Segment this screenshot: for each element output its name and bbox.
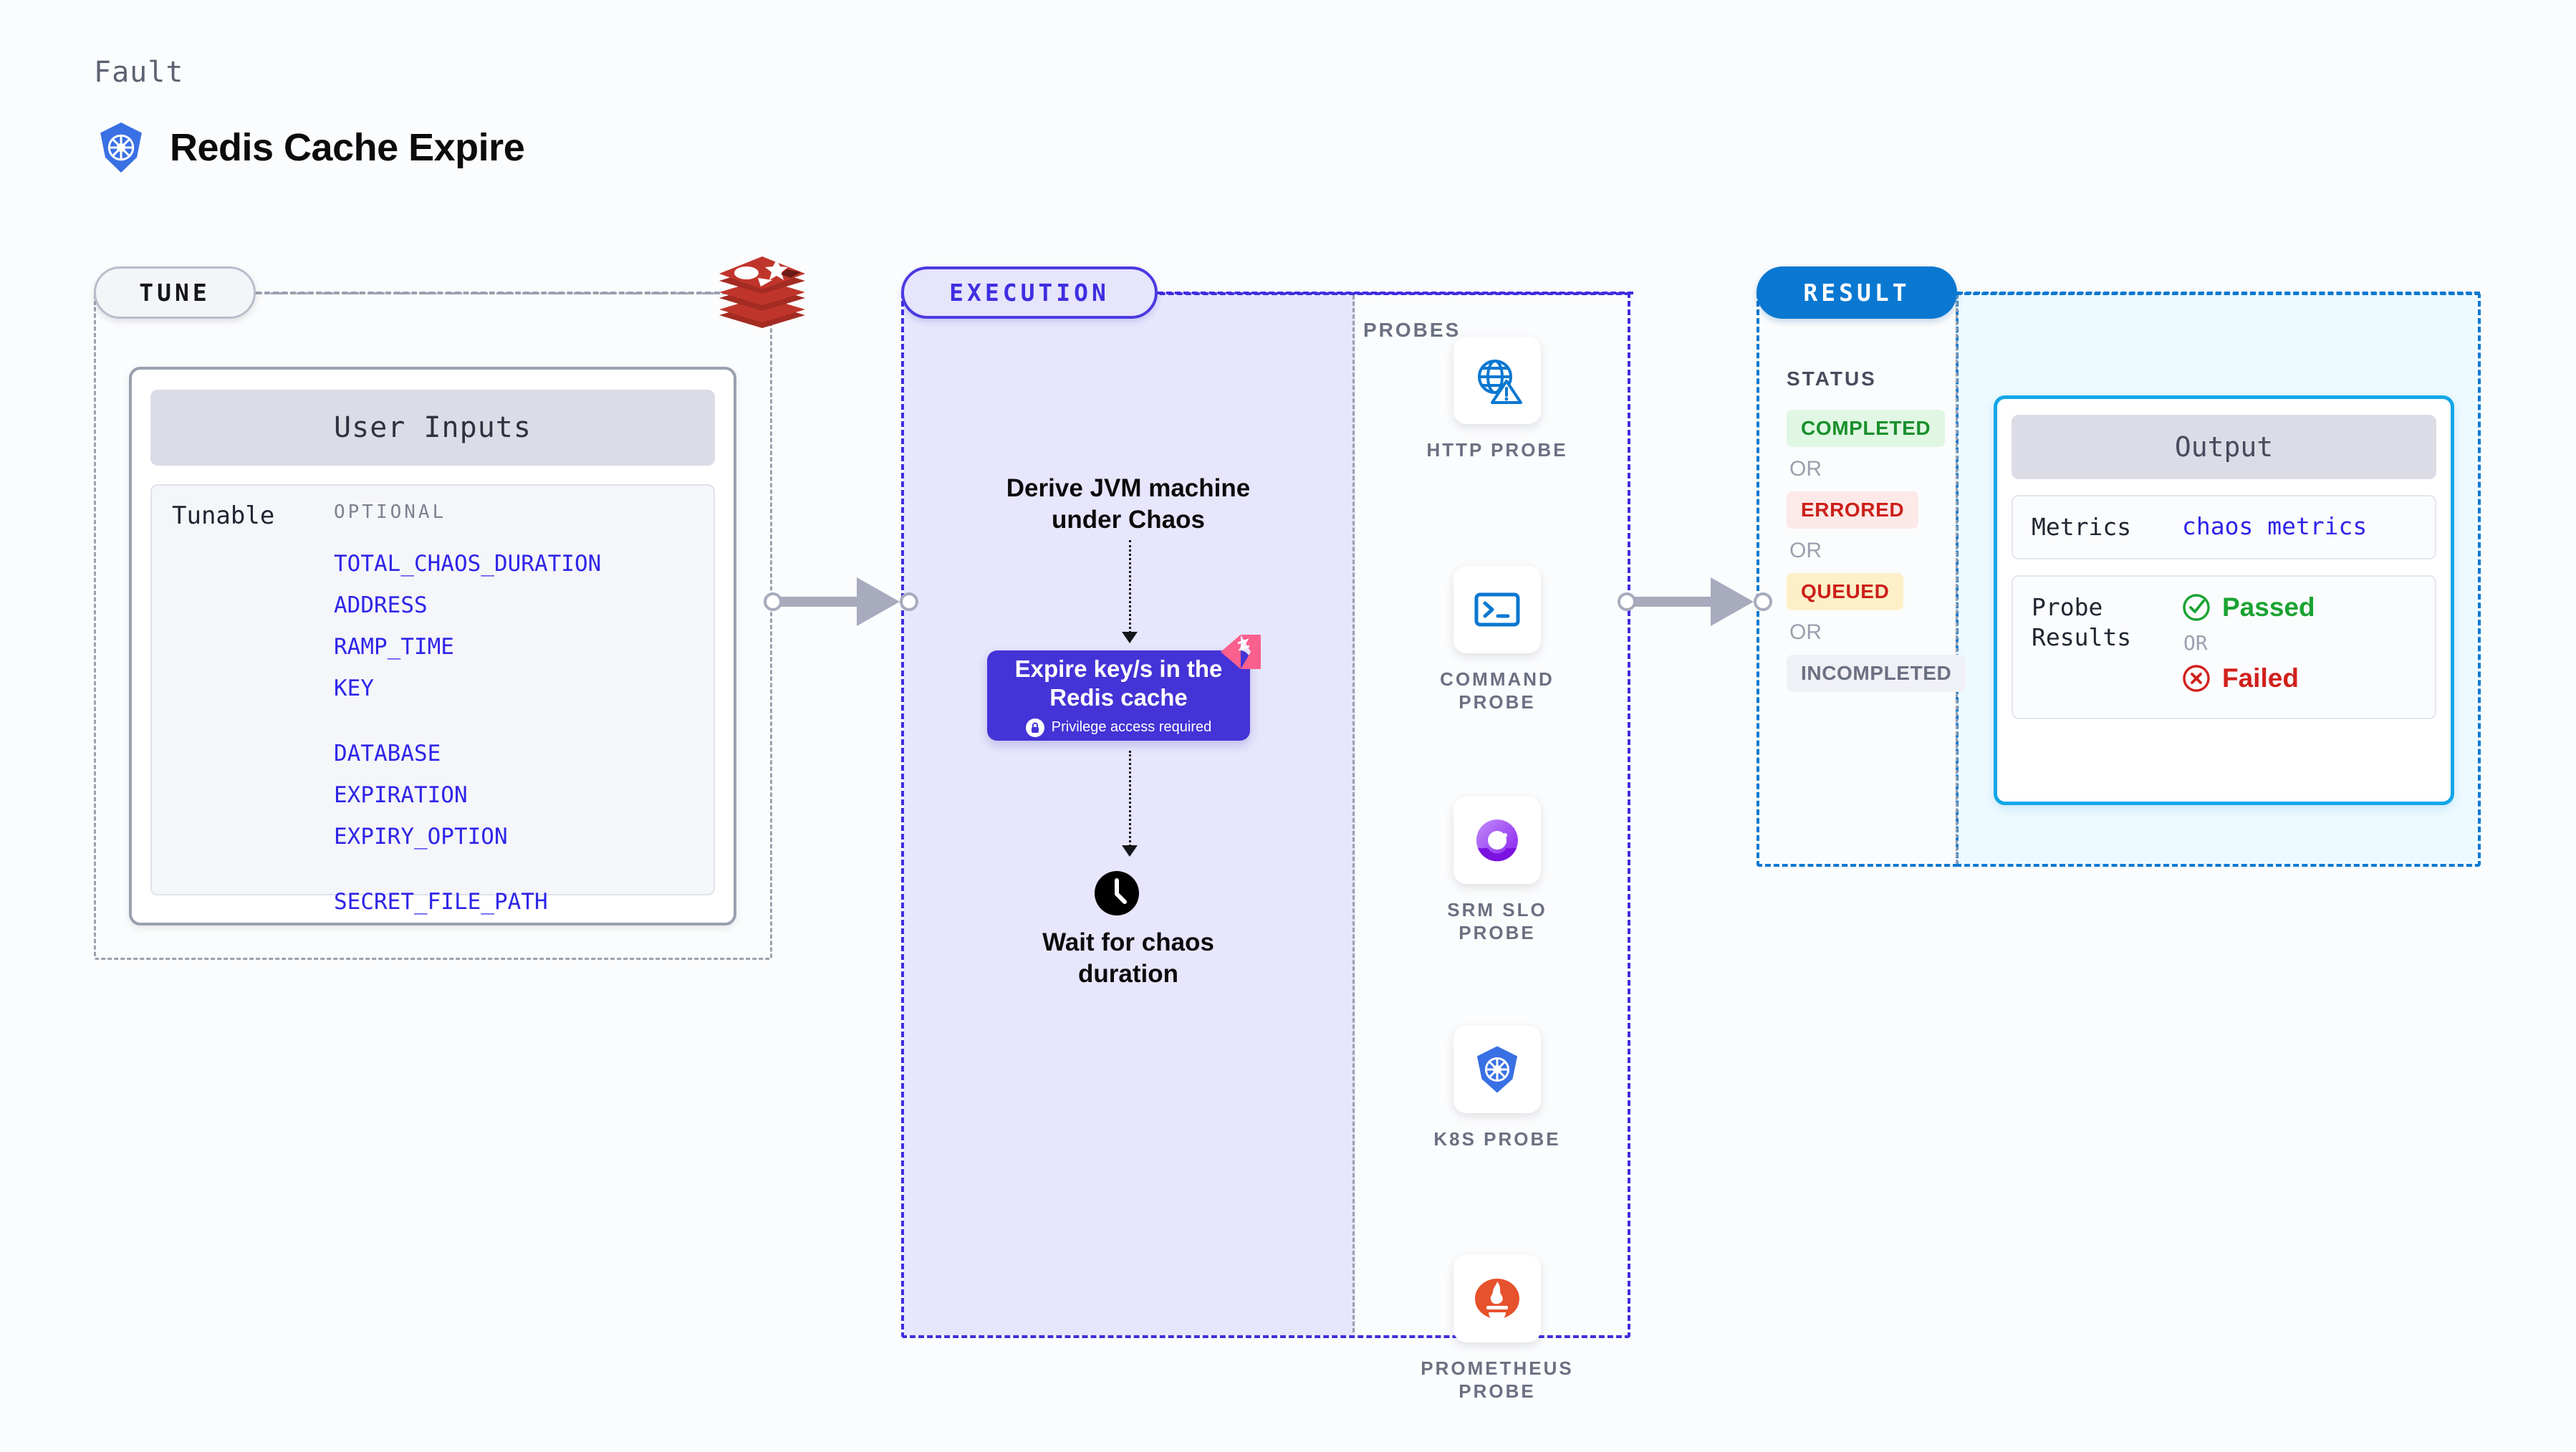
status-or-text: OR	[1789, 620, 1822, 644]
clock-icon	[1095, 871, 1139, 915]
chaos-action-card: Expire key/s in the Redis cache Privileg…	[987, 650, 1250, 741]
execution-step-derive: Derive JVM machine under Chaos	[1006, 474, 1251, 534]
check-circle-icon	[2183, 594, 2210, 621]
passed-label: Passed	[2222, 592, 2315, 622]
probe-result-failed: Failed	[2182, 663, 2315, 693]
status-badge: COMPLETED	[1787, 410, 1946, 447]
tunable-param[interactable]: EXPIRY_OPTION	[334, 824, 508, 850]
probe-result-passed: Passed	[2182, 592, 2315, 622]
user-inputs-card: User Inputs Tunable OPTIONAL TOTAL_CHAOS…	[129, 367, 736, 925]
status-badge: QUEUED	[1787, 573, 1904, 610]
tunable-param[interactable]: TOTAL_CHAOS_DURATION	[334, 551, 602, 577]
tunable-param[interactable]: EXPIRATION	[334, 782, 468, 808]
probe-item[interactable]: K8S PROBE	[1400, 1026, 1594, 1150]
status-or-text: OR	[1789, 539, 1822, 562]
chaos-action-title: Expire key/s in the Redis cache	[1014, 655, 1223, 711]
flow-arrowhead	[1711, 577, 1754, 626]
x-circle-icon	[2183, 665, 2210, 692]
metrics-key: Metrics	[2032, 513, 2132, 541]
output-metrics-row: Metrics chaos metrics	[2012, 495, 2436, 559]
kubernetes-icon	[1453, 1026, 1541, 1113]
probe-label: PROMETHEUS PROBE	[1421, 1357, 1574, 1402]
output-probe-results-row: Probe Results Passed OR Failed	[2012, 575, 2436, 719]
tunable-param-list: TOTAL_CHAOS_DURATION ADDRESS RAMP_TIME KEY D…	[334, 543, 601, 923]
kubernetes-icon	[100, 122, 142, 173]
probe-label: SRM SLO PROBE	[1447, 899, 1547, 943]
probe-label: HTTP PROBE	[1426, 439, 1568, 461]
redis-logo	[719, 256, 805, 328]
probe-label: K8S PROBE	[1433, 1128, 1561, 1150]
probes-divider	[1352, 295, 1355, 1332]
result-tag: RESULT	[1756, 266, 1957, 319]
tunable-param[interactable]: ADDRESS	[334, 592, 428, 618]
terminal-icon	[1453, 566, 1541, 653]
srm-slo-icon	[1453, 797, 1541, 884]
tune-tag: TUNE	[94, 266, 256, 319]
tunable-param[interactable]: RAMP_TIME	[334, 634, 454, 660]
tunable-param[interactable]: DATABASE	[334, 741, 441, 766]
globe-warning-icon	[1453, 337, 1541, 424]
execution-connector-line	[1158, 292, 1633, 294]
tune-connector-line	[256, 292, 772, 294]
flow-arrowhead	[857, 577, 900, 626]
flow-shaft	[779, 597, 861, 607]
probes-label: PROBES	[1363, 319, 1461, 341]
flow-arrow-execution-to-result	[1618, 577, 1772, 627]
tunable-param[interactable]: KEY	[334, 675, 374, 701]
probe-results-key: Probe Results	[2032, 593, 2132, 651]
probe-item[interactable]: PROMETHEUS PROBE	[1400, 1255, 1594, 1403]
probe-item[interactable]: COMMAND PROBE	[1400, 566, 1594, 713]
page-header: Redis Cache Expire	[94, 120, 525, 175]
status-badge-list: COMPLETED OR ERRORED OR QUEUED OR INCOMPLETED	[1787, 410, 1966, 692]
probe-results-values: Passed OR Failed	[2182, 592, 2315, 693]
probe-item[interactable]: HTTP PROBE	[1400, 337, 1594, 461]
page-title: Redis Cache Expire	[170, 126, 525, 169]
execution-arrow-1	[1129, 540, 1131, 633]
execution-step-wait: Wait for chaos duration	[1042, 928, 1214, 988]
probe-item[interactable]: SRM SLO PROBE	[1400, 797, 1594, 944]
privilege-notice: Privilege access required	[1025, 718, 1212, 737]
status-label: STATUS	[1787, 367, 1877, 390]
status-or-text: OR	[1789, 457, 1822, 481]
flow-start-knob	[1618, 592, 1636, 611]
execution-arrow-2	[1129, 751, 1131, 847]
prometheus-icon	[1453, 1255, 1541, 1342]
result-connector-line	[1957, 292, 2480, 294]
output-card: Output Metrics chaos metrics Probe Resul…	[1994, 395, 2454, 805]
output-or-text: OR	[2183, 631, 2208, 655]
flow-end-knob	[900, 592, 918, 611]
flow-arrow-tune-to-execution	[764, 577, 918, 627]
flow-start-knob	[764, 592, 782, 611]
flow-shaft	[1633, 597, 1715, 607]
result-divider	[1956, 295, 1958, 864]
probe-label: COMMAND PROBE	[1440, 668, 1554, 713]
user-inputs-heading: User Inputs	[150, 390, 715, 466]
litmus-chaos-icon	[1221, 635, 1261, 669]
execution-tag: EXECUTION	[901, 266, 1158, 319]
execution-arrowhead-1	[1122, 632, 1138, 643]
metrics-value[interactable]: chaos metrics	[2182, 512, 2368, 540]
tunable-param[interactable]: SECRET_FILE_PATH	[334, 889, 548, 915]
optional-group-label: OPTIONAL	[334, 501, 447, 523]
lock-icon	[1025, 718, 1044, 737]
status-badge: ERRORED	[1787, 491, 1919, 529]
tunable-label: Tunable	[172, 501, 275, 530]
flow-end-knob	[1754, 592, 1772, 611]
failed-label: Failed	[2222, 663, 2299, 693]
output-heading: Output	[2012, 415, 2436, 479]
status-badge: INCOMPLETED	[1787, 655, 1966, 692]
user-inputs-body: Tunable OPTIONAL TOTAL_CHAOS_DURATION ADD…	[150, 484, 715, 915]
privilege-text: Privilege access required	[1051, 719, 1212, 735]
execution-arrowhead-2	[1122, 845, 1138, 857]
page-kicker: Fault	[94, 56, 184, 89]
